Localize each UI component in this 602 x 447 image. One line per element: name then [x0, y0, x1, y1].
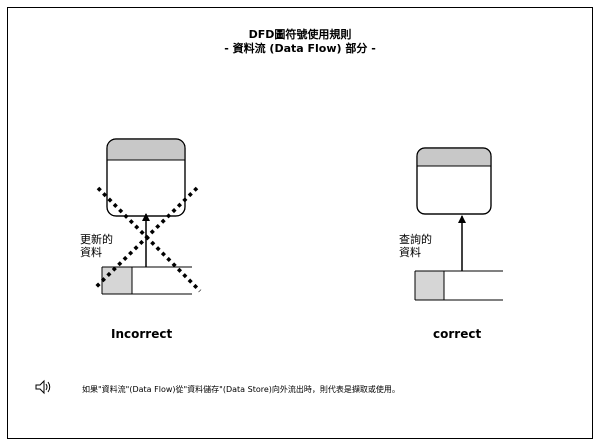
- data-store-shape-left: [101, 266, 192, 295]
- cross-mark: [92, 186, 202, 293]
- correct-label: correct: [433, 327, 482, 341]
- edge-label-correct: 查詢的 資料: [399, 233, 432, 259]
- speaker-icon[interactable]: [35, 379, 51, 395]
- caption: 如果"資料流"(Data Flow)從"資料儲存"(Data Store)向外流…: [82, 385, 400, 394]
- process-shape-left: [106, 138, 186, 217]
- title-line-1: DFD圖符號使用規則: [248, 28, 352, 41]
- slide-title: DFD圖符號使用規則 - 資料流 (Data Flow) 部分 -: [8, 28, 592, 56]
- edge-label-incorrect-line-2: 資料: [80, 246, 102, 259]
- edge-label-incorrect: 更新的 資料: [80, 233, 113, 259]
- incorrect-label: Incorrect: [111, 327, 173, 341]
- slide: DFD圖符號使用規則 - 資料流 (Data Flow) 部分 -: [7, 7, 593, 439]
- process-shape-right: [416, 147, 492, 215]
- edge-label-correct-line-2: 資料: [399, 246, 421, 259]
- correct-example: [414, 147, 503, 301]
- data-store-shape-right: [414, 270, 503, 301]
- incorrect-example: [92, 138, 202, 295]
- title-line-2: - 資料流 (Data Flow) 部分 -: [224, 42, 376, 55]
- edge-label-incorrect-line-1: 更新的: [80, 233, 113, 246]
- edge-label-correct-line-1: 查詢的: [399, 233, 432, 246]
